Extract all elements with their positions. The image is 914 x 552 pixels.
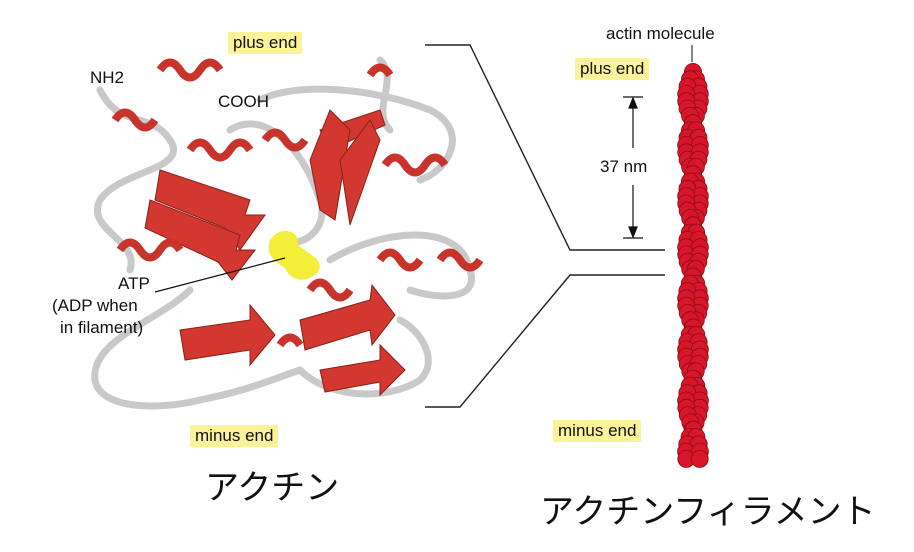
cooh-label: COOH xyxy=(218,92,269,111)
atp-note-line2: in filament) xyxy=(60,318,144,337)
nh2-label: NH2 xyxy=(90,68,125,87)
atp-pointer-line xyxy=(154,257,286,293)
atp-note-line1: (ADP when xyxy=(52,296,138,315)
filament-caption: アクチンフィラメント xyxy=(540,492,876,532)
actin-plus-end-label: plus end xyxy=(228,32,303,54)
filament-plus-end-label: plus end xyxy=(575,58,650,80)
zoom-connector-lines xyxy=(425,44,665,408)
atp-molecule xyxy=(268,230,320,280)
dimension-arrow-37nm xyxy=(623,96,643,239)
actin-protein-structure xyxy=(91,56,484,410)
actin-caption: アクチン xyxy=(205,468,340,508)
actin-filament xyxy=(677,63,709,468)
actin-minus-end-label: minus end xyxy=(190,425,279,447)
actin-subunit xyxy=(690,449,709,468)
repeat-length-label: 37 nm xyxy=(600,157,648,176)
actin-molecule-label: actin molecule xyxy=(606,24,715,43)
protein-helices xyxy=(111,58,484,348)
atp-label: ATP xyxy=(118,274,150,293)
protein-ribbons xyxy=(144,109,406,397)
filament-minus-end-label: minus end xyxy=(553,420,642,442)
